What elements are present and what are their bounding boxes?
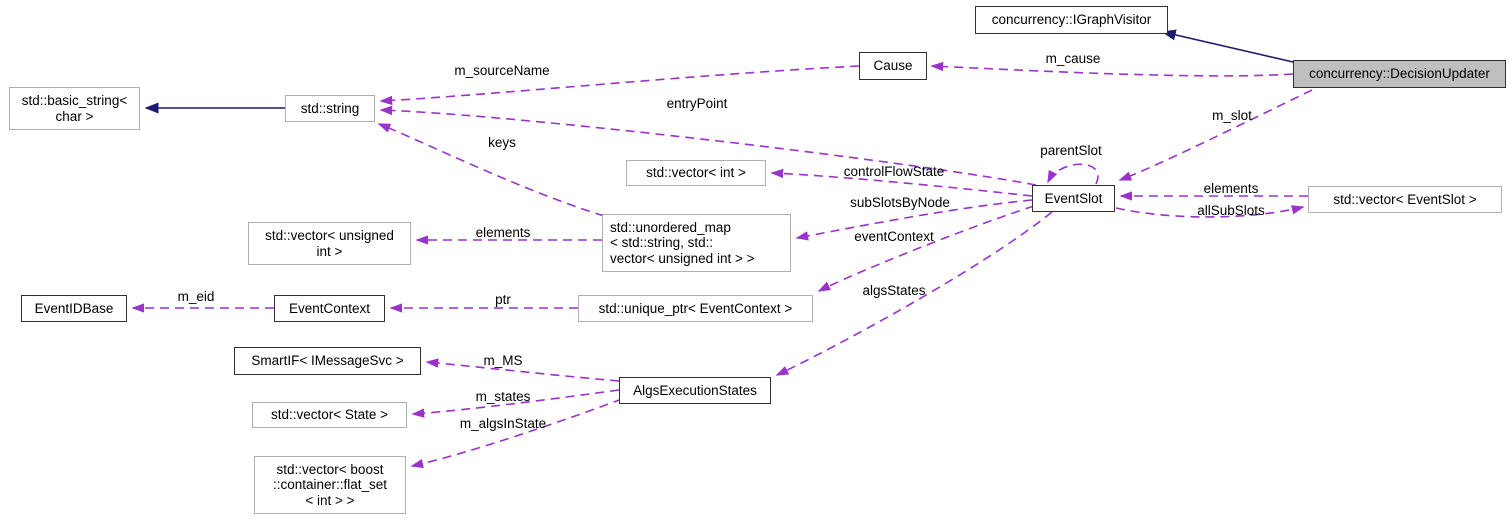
edge-label-assoc-m_states: m_states bbox=[475, 389, 531, 404]
edge-assoc-m_MS bbox=[425, 358, 620, 382]
class-node-vectorboost[interactable]: std::vector< boost ::container::flat_set… bbox=[254, 456, 406, 514]
edge-label-assoc-m_eid: m_eid bbox=[177, 289, 215, 304]
edge-assoc-controlFlowState bbox=[770, 168, 1033, 197]
class-node-vectorstate[interactable]: std::vector< State > bbox=[252, 402, 407, 428]
class-node-vectorint[interactable]: std::vector< int > bbox=[626, 160, 766, 186]
class-node-vectorunsignedint[interactable]: std::vector< unsigned int > bbox=[248, 222, 411, 265]
edge-label-assoc-m_slot: m_slot bbox=[1212, 108, 1252, 123]
edge-assoc-m_cause bbox=[930, 61, 1294, 77]
edge-label-assoc-elements-vectoruint: elements bbox=[475, 225, 531, 240]
edge-assoc-subSlotsByNode bbox=[795, 199, 1033, 241]
edge-label-assoc-m_MS: m_MS bbox=[483, 353, 523, 368]
edge-assoc-parentSlot bbox=[1047, 163, 1099, 185]
edge-label-assoc-eventContext: eventContext bbox=[854, 229, 934, 244]
edge-label-assoc-m_sourceName: m_sourceName bbox=[454, 63, 550, 78]
edge-assoc-algsStates bbox=[775, 211, 1053, 376]
class-node-eventcontext[interactable]: EventContext bbox=[274, 295, 385, 322]
edge-assoc-m_sourceName bbox=[379, 65, 860, 106]
edge-label-assoc-elements-eventslot: elements bbox=[1203, 181, 1259, 196]
edge-label-assoc-m_algsInState: m_algsInState bbox=[459, 416, 547, 431]
class-node-vectoreventslot[interactable]: std::vector< EventSlot > bbox=[1308, 186, 1502, 213]
edge-inherit-decisionupdater-igraphvisitor bbox=[1161, 29, 1294, 63]
edge-assoc-m_slot bbox=[1118, 89, 1313, 181]
class-node-algsexecutionstates[interactable]: AlgsExecutionStates bbox=[619, 377, 771, 404]
edge-assoc-m_algsInState bbox=[410, 398, 623, 469]
edge-label-assoc-entryPoint: entryPoint bbox=[666, 96, 728, 111]
class-node-stdstring[interactable]: std::string bbox=[285, 95, 375, 122]
class-node-eventidbase[interactable]: EventIDBase bbox=[21, 295, 127, 322]
edge-label-assoc-m_cause: m_cause bbox=[1045, 51, 1101, 66]
edge-label-assoc-algsStates: algsStates bbox=[862, 283, 926, 298]
edge-label-assoc-ptr: ptr bbox=[495, 292, 511, 307]
edge-label-assoc-controlFlowState: controlFlowState bbox=[843, 164, 945, 179]
class-node-cause[interactable]: Cause bbox=[859, 52, 927, 80]
class-node-eventslot[interactable]: EventSlot bbox=[1032, 185, 1115, 212]
edge-assoc-m_states bbox=[411, 389, 620, 418]
class-node-decisionupdater[interactable]: concurrency::DecisionUpdater bbox=[1293, 60, 1506, 88]
class-node-basicstring[interactable]: std::basic_string< char > bbox=[9, 87, 140, 130]
edge-label-assoc-parentSlot: parentSlot bbox=[1040, 143, 1102, 158]
class-node-unorderedmap[interactable]: std::unordered_map < std::string, std:: … bbox=[602, 214, 791, 272]
class-node-igraphvisitor[interactable]: concurrency::IGraphVisitor bbox=[975, 6, 1168, 34]
class-node-uniqueptr[interactable]: std::unique_ptr< EventContext > bbox=[578, 295, 813, 322]
edge-assoc-entryPoint bbox=[379, 105, 1037, 186]
edge-assoc-keys bbox=[377, 123, 605, 217]
edge-assoc-allSubSlots bbox=[1115, 205, 1305, 218]
edge-assoc-eventContext bbox=[817, 205, 1035, 292]
class-node-smartif[interactable]: SmartIF< IMessageSvc > bbox=[234, 347, 421, 375]
edge-label-assoc-subSlotsByNode: subSlotsByNode bbox=[850, 195, 950, 210]
edge-label-assoc-allSubSlots: allSubSlots bbox=[1197, 203, 1265, 218]
edge-label-assoc-keys: keys bbox=[488, 135, 516, 150]
